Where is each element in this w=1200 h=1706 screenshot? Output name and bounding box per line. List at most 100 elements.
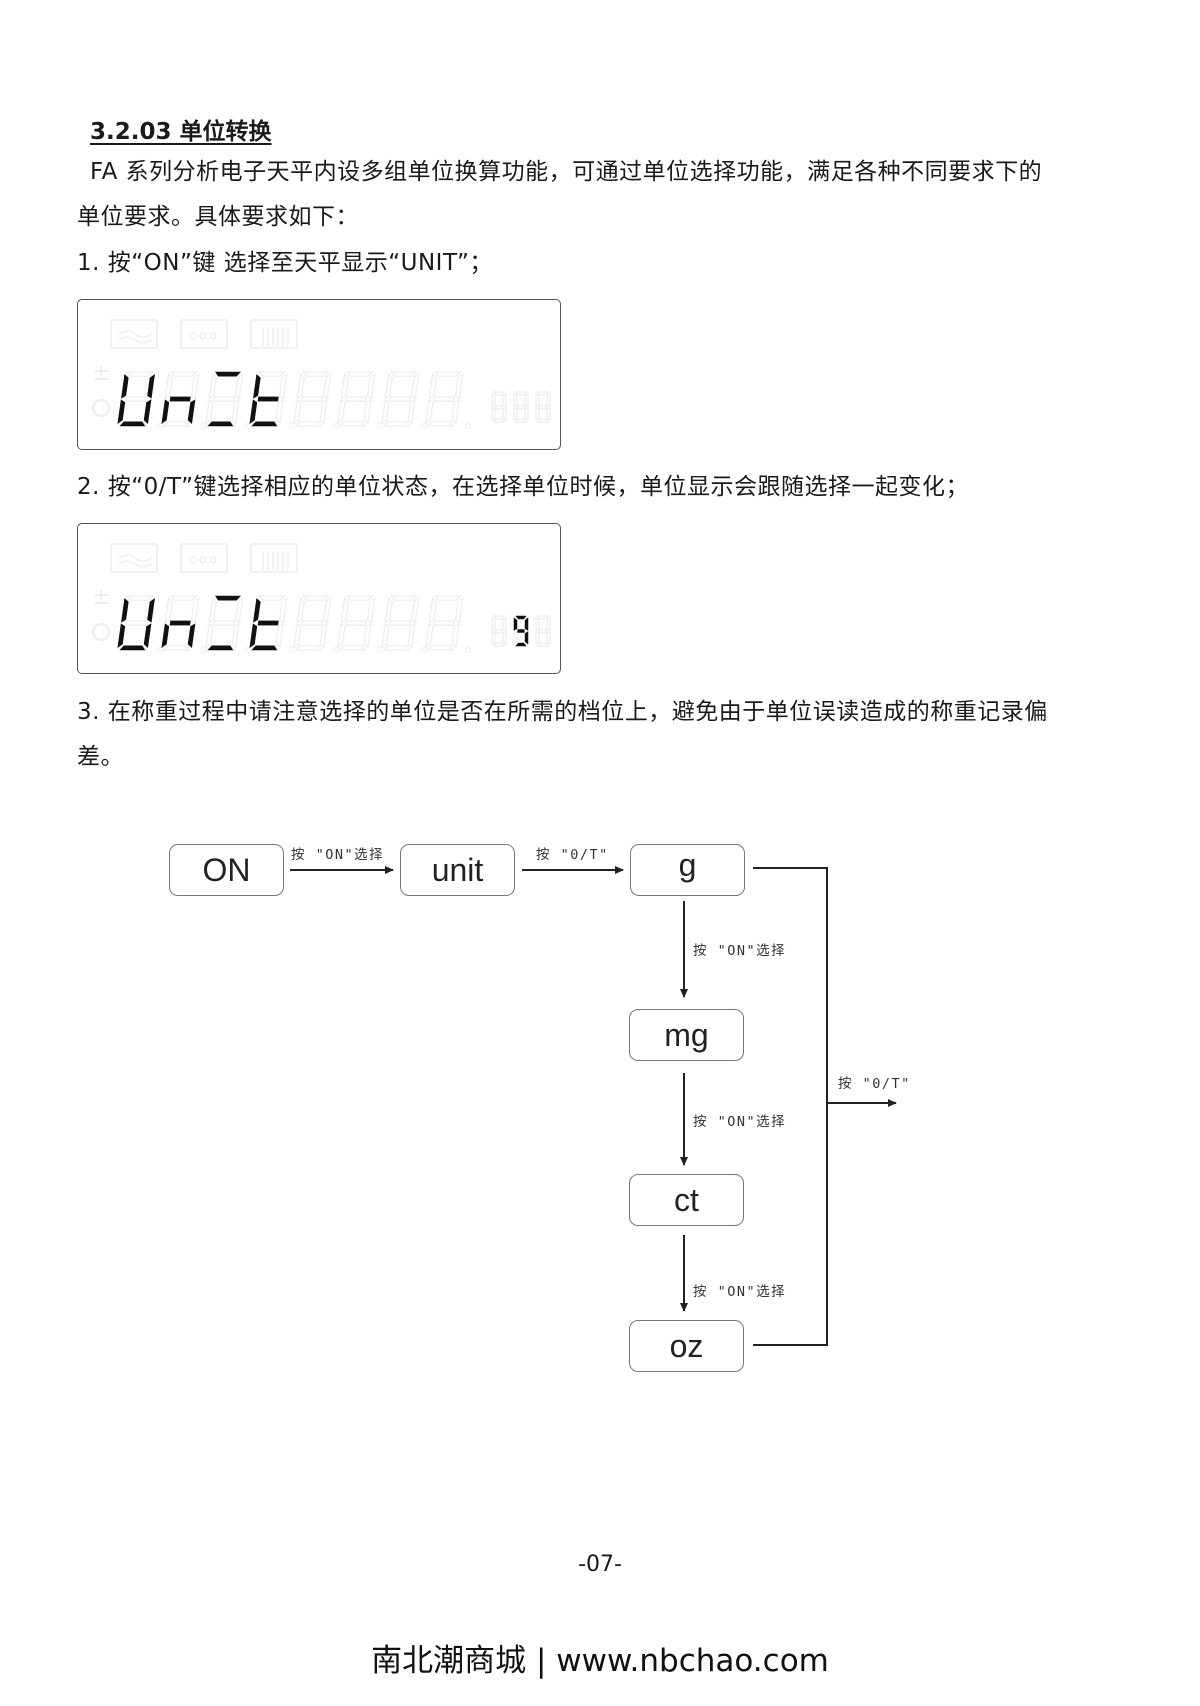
decimal-point	[157, 647, 163, 653]
stable-indicator-icon	[92, 623, 110, 641]
segment-g	[169, 620, 191, 626]
segment-e	[513, 406, 518, 422]
section-heading: 3.2.03 单位转换	[90, 119, 272, 145]
segment-b	[278, 597, 288, 624]
step-2-text: 2. 按“0/T”键选择相应的单位状态，在选择单位时候，单位显示会跟随选择一起变…	[77, 474, 970, 500]
segment-a	[514, 391, 528, 396]
segment-d	[426, 421, 455, 427]
segment-c	[143, 623, 152, 649]
lcd-digit-blank	[292, 595, 332, 651]
segment-d	[207, 421, 234, 427]
lcd-digit-I	[204, 371, 244, 427]
step-3-text-line2: 差。	[77, 744, 124, 770]
segment-e	[292, 622, 302, 649]
segment-e	[424, 398, 434, 425]
tare-plate-icon	[110, 319, 158, 349]
decimal-point	[289, 647, 295, 653]
segment-f	[340, 597, 350, 624]
intro-paragraph-line1: FA 系列分析电子天平内设多组单位换算功能，可通过单位选择功能，满足各种不同要求…	[90, 159, 1043, 185]
decimal-point	[377, 423, 383, 429]
decimal-point	[333, 423, 339, 429]
segment-f	[535, 392, 540, 408]
lcd-display-unit-g: ±	[77, 523, 561, 674]
segment-f	[296, 597, 306, 624]
segment-c	[231, 398, 240, 425]
step-3-text-line1: 3. 在称重过程中请注意选择的单位是否在所需的档位上，避免由于单位误读造成的称重…	[77, 699, 1048, 725]
segment-b	[322, 373, 332, 400]
label-g-to-mg: 按 "ON"选择	[693, 943, 787, 959]
segment-f	[164, 597, 174, 624]
segment-e	[513, 630, 518, 646]
segment-d	[536, 642, 550, 647]
segment-e	[117, 399, 126, 425]
segment-g	[516, 404, 525, 410]
segment-d	[492, 418, 506, 423]
segment-b	[502, 616, 507, 632]
segment-d	[294, 421, 323, 427]
decimal-point	[465, 647, 471, 653]
lcd-display-unit: ±	[77, 299, 561, 450]
segment-c	[451, 622, 460, 649]
segment-c	[363, 622, 372, 649]
label-exit: 按 "0/T"	[838, 1076, 911, 1092]
flow-node-mg: mg	[629, 1009, 744, 1061]
segment-g	[345, 396, 368, 402]
decimal-point	[157, 423, 163, 429]
segment-b	[278, 373, 288, 400]
segment-c	[546, 630, 551, 646]
flow-node-g: g	[630, 844, 745, 896]
segment-a	[126, 371, 154, 377]
segment-c	[407, 622, 416, 649]
segment-f	[513, 392, 518, 408]
segment-f	[253, 597, 261, 623]
segment-b	[190, 597, 200, 624]
segment-a	[258, 371, 286, 377]
segment-e	[204, 622, 214, 649]
segment-b	[524, 392, 529, 408]
segment-g	[213, 396, 236, 402]
segment-d	[515, 642, 527, 647]
tare-plate-icon	[110, 543, 158, 573]
segment-a	[170, 371, 198, 377]
segment-b	[546, 616, 551, 632]
segment-e	[535, 630, 540, 646]
unit-indicator-blank	[491, 615, 507, 647]
segment-e	[380, 622, 390, 649]
lcd-digit-blank	[424, 371, 464, 427]
segment-a	[258, 595, 286, 601]
label-on-to-unit: 按 "ON"选择	[291, 847, 385, 863]
segment-g	[345, 620, 368, 626]
segment-a	[434, 371, 462, 377]
segment-d	[294, 645, 323, 651]
decimal-point	[201, 647, 207, 653]
flow-node-unit: unit	[400, 844, 515, 896]
segment-g	[301, 396, 324, 402]
decimal-point	[421, 423, 427, 429]
unit-indicator-blank	[535, 391, 551, 423]
step-1-text: 1. 按“ON”键 选择至天平显示“UNIT”；	[77, 250, 493, 276]
segment-g	[494, 628, 503, 634]
segment-c	[143, 399, 152, 425]
segment-c	[407, 398, 416, 425]
segment-b	[410, 597, 420, 624]
segment-d	[162, 645, 191, 651]
segment-e	[336, 622, 346, 649]
segment-d	[338, 645, 367, 651]
segment-c	[187, 399, 196, 425]
segment-g	[517, 629, 525, 633]
segment-c	[231, 622, 240, 649]
segment-g	[433, 620, 456, 626]
segment-b	[502, 392, 507, 408]
segment-g	[257, 396, 279, 402]
segment-g	[213, 620, 236, 626]
stable-indicator-icon	[92, 399, 110, 417]
segment-a	[536, 615, 550, 620]
segment-c	[319, 398, 328, 425]
segment-c	[524, 631, 529, 645]
segment-c	[275, 622, 284, 649]
lcd-digit-blank	[292, 371, 332, 427]
return-line	[753, 867, 828, 1346]
sign-indicator-icon: ±	[92, 361, 110, 386]
segment-b	[190, 373, 200, 400]
segment-d	[382, 645, 411, 651]
